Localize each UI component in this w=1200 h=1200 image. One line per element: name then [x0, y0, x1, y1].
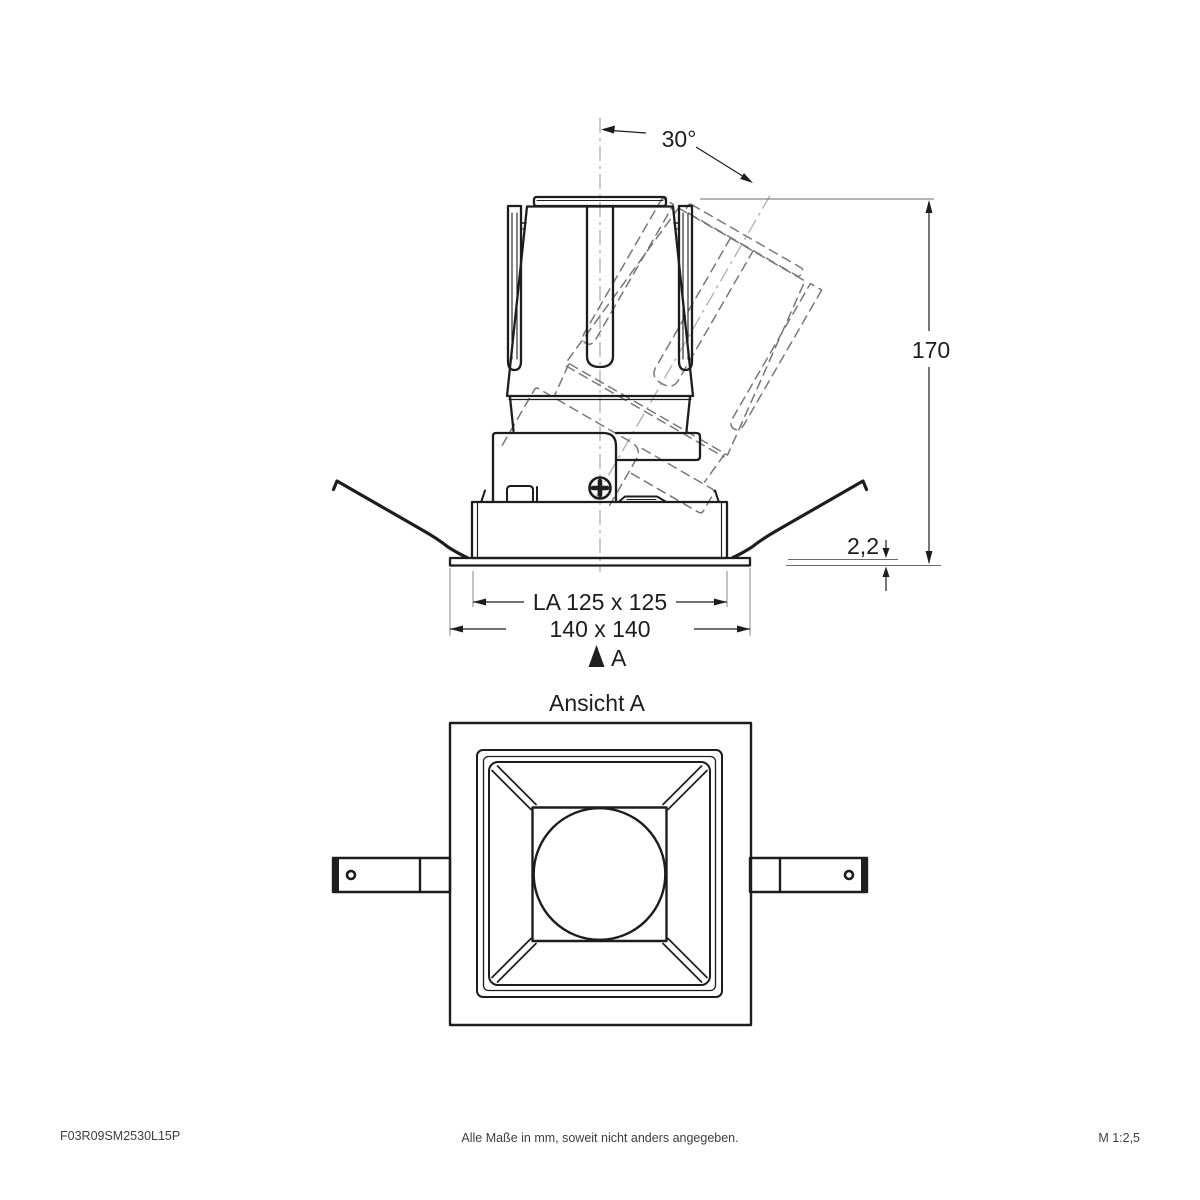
dimension-note: Alle Maße in mm, soweit nicht anders ang…: [461, 1131, 738, 1145]
trim-ring-inner: [482, 755, 717, 992]
center-fin-slot: [585, 205, 615, 369]
ghost-driver-box: [501, 387, 639, 508]
footer: F03R09SM2530L15P Alle Maße in mm, soweit…: [60, 1129, 1140, 1145]
retainer-clip: [618, 495, 667, 503]
spring-clip-left: [331, 479, 469, 560]
front-view: [331, 195, 869, 567]
trim-flange: [448, 556, 752, 567]
dimension-cutout: [472, 571, 728, 607]
bottom-view-title: Ansicht A: [549, 690, 646, 716]
height-dimension-label: 170: [912, 337, 950, 363]
overall-dimension-label: 140 x 140: [549, 616, 650, 642]
angle-dimension-label: 30°: [662, 126, 697, 152]
spring-clip-right: [731, 479, 869, 560]
driver-box: [491, 431, 618, 504]
mounting-bracket-left: [331, 856, 452, 894]
tilted-ghost-outline: [501, 197, 823, 514]
cooling-fin-left: [506, 204, 523, 372]
scale-label: M 1:2,5: [1098, 1131, 1140, 1145]
bracket-screw-hole-right: [843, 869, 855, 881]
dimension-angle: [601, 125, 753, 183]
flange-dimension-label: 2,2: [847, 533, 879, 559]
dimension-height: [700, 198, 934, 564]
ghost-heatsink-body: [565, 207, 806, 456]
lens-circle: [532, 807, 667, 942]
reflector-bevel: [488, 761, 711, 986]
outer-frame: [448, 721, 753, 1027]
mounting-bracket-right: [748, 856, 869, 894]
fixing-screw-icon: [588, 476, 612, 500]
reflector-corner-lines: [491, 765, 708, 983]
dimension-overall: [449, 568, 751, 636]
view-direction-label: A: [611, 645, 627, 671]
cutout-dimension-label: LA 125 x 125: [533, 589, 667, 615]
ghost-top-cap: [685, 203, 804, 277]
ghost-mounting-arm: [628, 447, 715, 514]
mounting-arm: [614, 431, 702, 462]
trim-ring-outer: [476, 749, 723, 998]
bracket-screw-hole-left: [345, 869, 357, 881]
dimension-flange-thickness: [786, 540, 941, 591]
bottom-view: [331, 721, 869, 1027]
article-number: F03R09SM2530L15P: [60, 1129, 180, 1143]
cooling-fin-right: [677, 204, 694, 372]
view-direction-arrow-icon: [588, 645, 605, 667]
ghost-cooling-fin-right: [730, 282, 823, 431]
axis-lines: [592, 118, 771, 572]
ghost-center-fin-slot: [653, 237, 754, 387]
terminal-block: [506, 485, 534, 503]
tilted-center-axis: [592, 195, 771, 502]
dimensions: [449, 125, 941, 667]
heatsink-body: [505, 205, 695, 398]
